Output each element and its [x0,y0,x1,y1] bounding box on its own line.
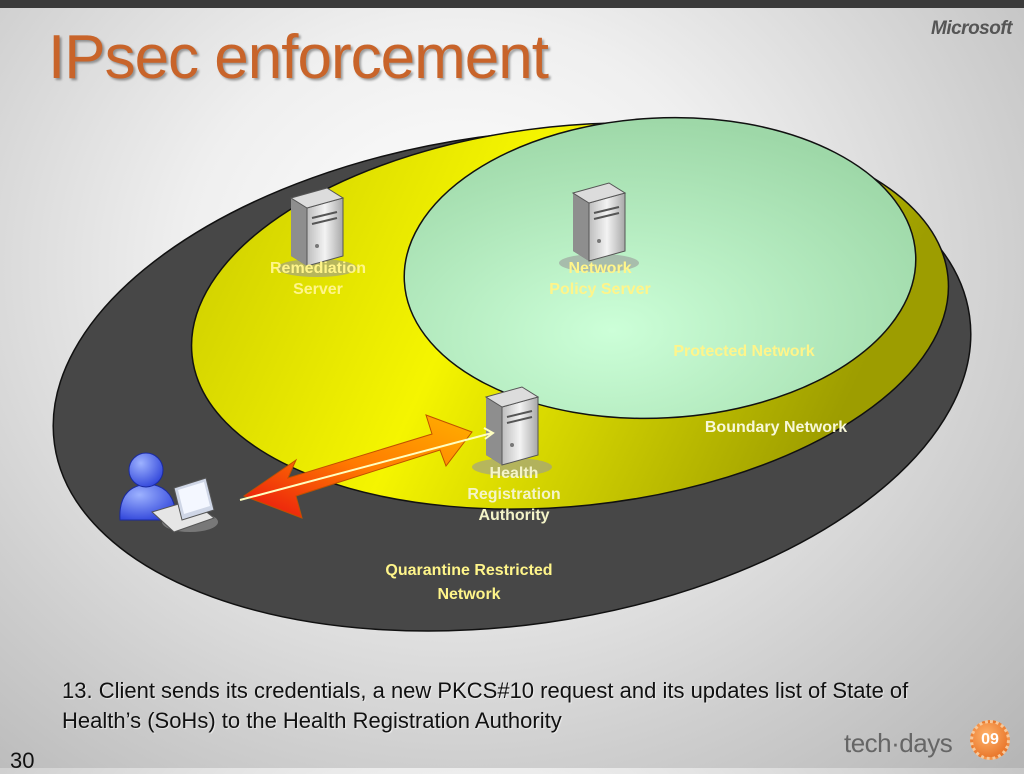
microsoft-logo: Microsoft [931,18,1013,39]
double-arrow-icon [239,414,495,519]
techdays-badge-icon: 09 [970,720,1010,760]
slide-title: IPsec enforcement [48,23,549,92]
step-caption: 13. Client sends its credentials, a new … [62,678,909,733]
protected-network-label: Protected Network [673,343,815,360]
page-number: 30 [10,748,35,773]
quarantine-network-label: Quarantine Restricted Network [385,562,553,603]
user-laptop-icon [119,452,218,533]
top-bar [0,0,1024,8]
protected-network-zone [403,116,917,420]
techdays-logo: tech·days 09 [844,718,1014,764]
remediation-server-label: Remediation Server [269,260,366,298]
network-policy-server-label: Network Policy Server [549,260,651,298]
boundary-network-label: Boundary Network [704,419,848,436]
health-registration-authority-label: Health Registration Authority [467,465,561,524]
techdays-logo-text: tech·days [844,728,953,758]
